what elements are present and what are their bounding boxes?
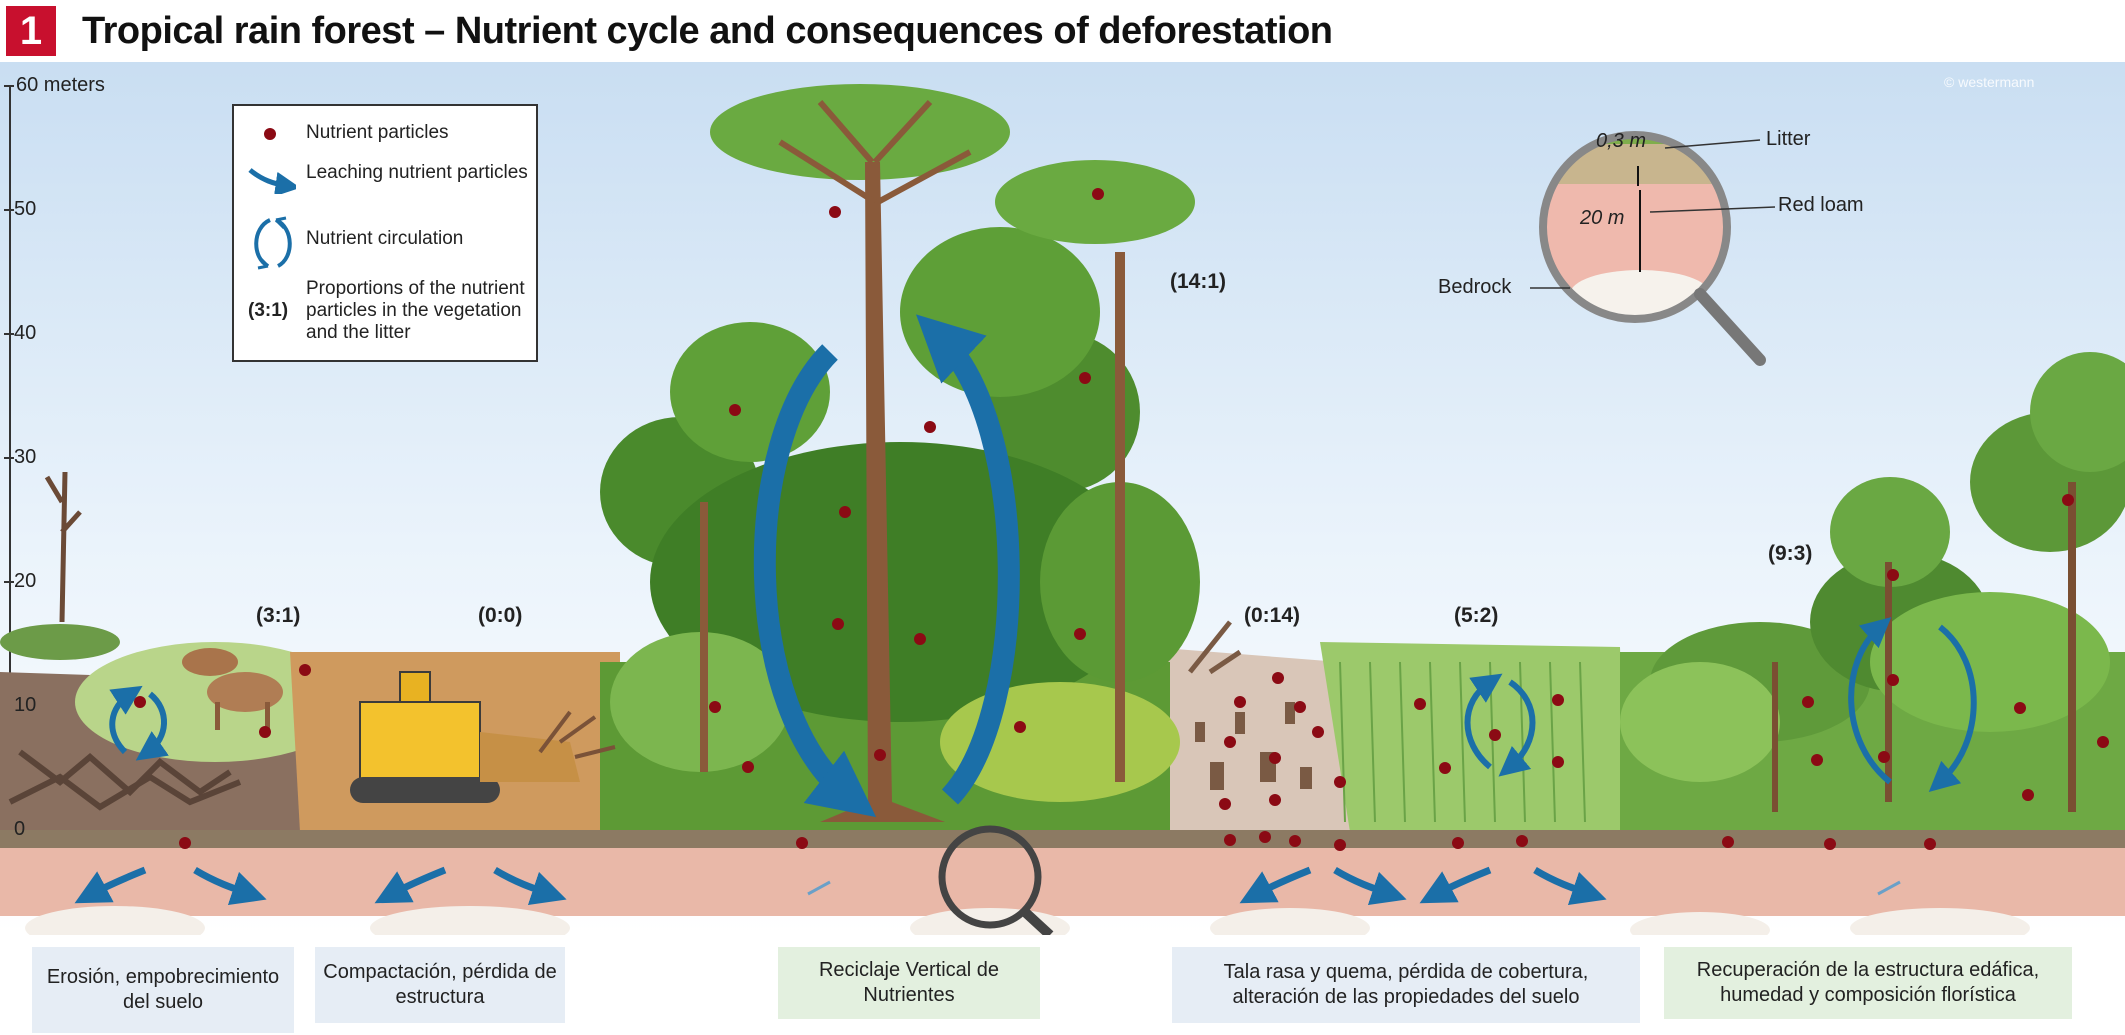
ratio-regrowth: (9:3) bbox=[1768, 542, 1812, 566]
ratio-pasture: (3:1) bbox=[256, 604, 300, 628]
legend-box: Nutrient particles Leaching nutrient par… bbox=[232, 104, 538, 362]
axis-tick-50: 50 bbox=[14, 198, 36, 221]
red-loam-layer bbox=[0, 848, 2125, 916]
title-bar: 1 Tropical rain forest – Nutrient cycle … bbox=[0, 0, 2125, 64]
red-loam-label: Red loam bbox=[1778, 194, 1864, 217]
legend-proportion-symbol: (3:1) bbox=[248, 300, 288, 322]
nutrient-dot-icon bbox=[258, 122, 298, 146]
page-title: Tropical rain forest – Nutrient cycle an… bbox=[82, 10, 1333, 53]
caption-compaction: Compactación, pérdida de estructura bbox=[315, 947, 565, 1023]
axis-tick-40: 40 bbox=[14, 322, 36, 345]
litter-layer bbox=[0, 830, 2125, 848]
caption-erosion: Erosión, empobrecimiento del suelo bbox=[32, 947, 294, 1033]
rainforest-illustration: 60 meters 50 40 30 20 10 0 Nutrient part… bbox=[0, 62, 2125, 935]
circulation-icon bbox=[246, 214, 300, 274]
caption-recycling: Reciclaje Vertical de Nutrientes bbox=[778, 947, 1040, 1019]
loam-depth-label: 20 m bbox=[1580, 207, 1624, 230]
ratio-crop: (5:2) bbox=[1454, 604, 1498, 628]
bedrock-label: Bedrock bbox=[1438, 276, 1511, 299]
legend-label-nutrient: Nutrient particles bbox=[306, 122, 534, 144]
axis-tick-20: 20 bbox=[14, 570, 36, 593]
axis-tick-60: 60 meters bbox=[16, 74, 105, 97]
axis-tick-10: 10 bbox=[14, 694, 36, 717]
legend-label-proportions: Proportions of the nutrient particles in… bbox=[306, 278, 534, 344]
ratio-rainforest: (14:1) bbox=[1170, 270, 1226, 294]
copyright-notice: © westermann bbox=[1944, 74, 2034, 90]
legend-label-circulation: Nutrient circulation bbox=[306, 228, 534, 250]
title-number-badge: 1 bbox=[6, 6, 56, 56]
ratio-bulldozer: (0:0) bbox=[478, 604, 522, 628]
legend-label-leaching: Leaching nutrient particles bbox=[306, 162, 534, 184]
leaching-arrow-icon bbox=[246, 164, 296, 194]
axis-tick-0: 0 bbox=[14, 818, 25, 841]
caption-clearing: Tala rasa y quema, pérdida de cobertura,… bbox=[1172, 947, 1640, 1023]
axis-tick-30: 30 bbox=[14, 446, 36, 469]
caption-recovery: Recuperación de la estructura edáfica, h… bbox=[1664, 947, 2072, 1019]
litter-depth-label: 0,3 m bbox=[1596, 130, 1646, 153]
ratio-clearcut: (0:14) bbox=[1244, 604, 1300, 628]
litter-label: Litter bbox=[1766, 128, 1810, 151]
caption-strip: Erosión, empobrecimiento del suelo Compa… bbox=[0, 935, 2125, 1035]
